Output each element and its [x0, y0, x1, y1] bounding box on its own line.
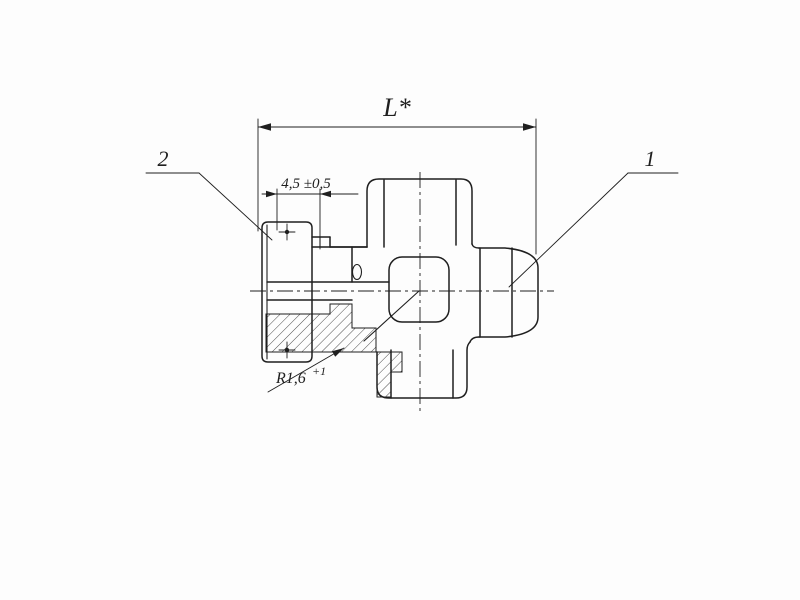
- dimension-overall-length: L*: [257, 93, 537, 255]
- callout-radius: R1,6 +1: [267, 347, 345, 393]
- dimension-offset-text: 4,5 ±0,5: [281, 176, 331, 192]
- hatch-bottom-wall-section: [376, 351, 403, 398]
- section-hatching: [265, 303, 403, 398]
- fillet-bottom-right: [469, 336, 480, 343]
- fillet-top-right: [471, 243, 480, 249]
- hatch-left-section: [265, 303, 377, 353]
- top-branch: [329, 178, 480, 249]
- central-cavity-outline: [388, 256, 450, 323]
- dimension-offset: 4,5 ±0,5: [261, 176, 359, 250]
- internal-seat-diagonal: [363, 290, 420, 342]
- internal-bore: [266, 256, 450, 342]
- union-nut-assembly: [261, 221, 368, 363]
- union-nut-outline: [261, 221, 313, 363]
- dimension-arrow-right: [523, 123, 536, 131]
- center-mark-bottom: [278, 341, 296, 359]
- center-mark-top: [278, 223, 296, 241]
- callout-2-leader: [198, 172, 273, 241]
- radius-leader: [267, 347, 345, 393]
- callout-2-label: 2: [158, 146, 169, 171]
- bottom-branch: [376, 341, 471, 399]
- dimension-overall-length-text: L*: [382, 93, 410, 122]
- dimension-arrow-left: [266, 190, 277, 198]
- radius-leader-arrow: [332, 348, 344, 357]
- radius-label: R1,6: [275, 370, 306, 387]
- radius-tolerance: +1: [312, 364, 326, 378]
- weep-hole: [351, 263, 363, 281]
- center-mark-dot: [284, 229, 290, 235]
- callout-part-2: 2: [145, 146, 273, 241]
- centerlines: [250, 172, 554, 412]
- callout-1-label: 1: [645, 146, 656, 171]
- center-mark-dot: [284, 347, 290, 353]
- dimension-arrow-left: [258, 123, 271, 131]
- dimension-arrow-right: [320, 190, 331, 198]
- callout-1-leader: [508, 172, 629, 288]
- bottom-branch-outline: [376, 341, 471, 399]
- top-branch-outline: [366, 178, 473, 248]
- right-branch-outline: [478, 247, 539, 338]
- right-branch: [469, 247, 539, 343]
- callout-part-1: 1: [508, 146, 679, 288]
